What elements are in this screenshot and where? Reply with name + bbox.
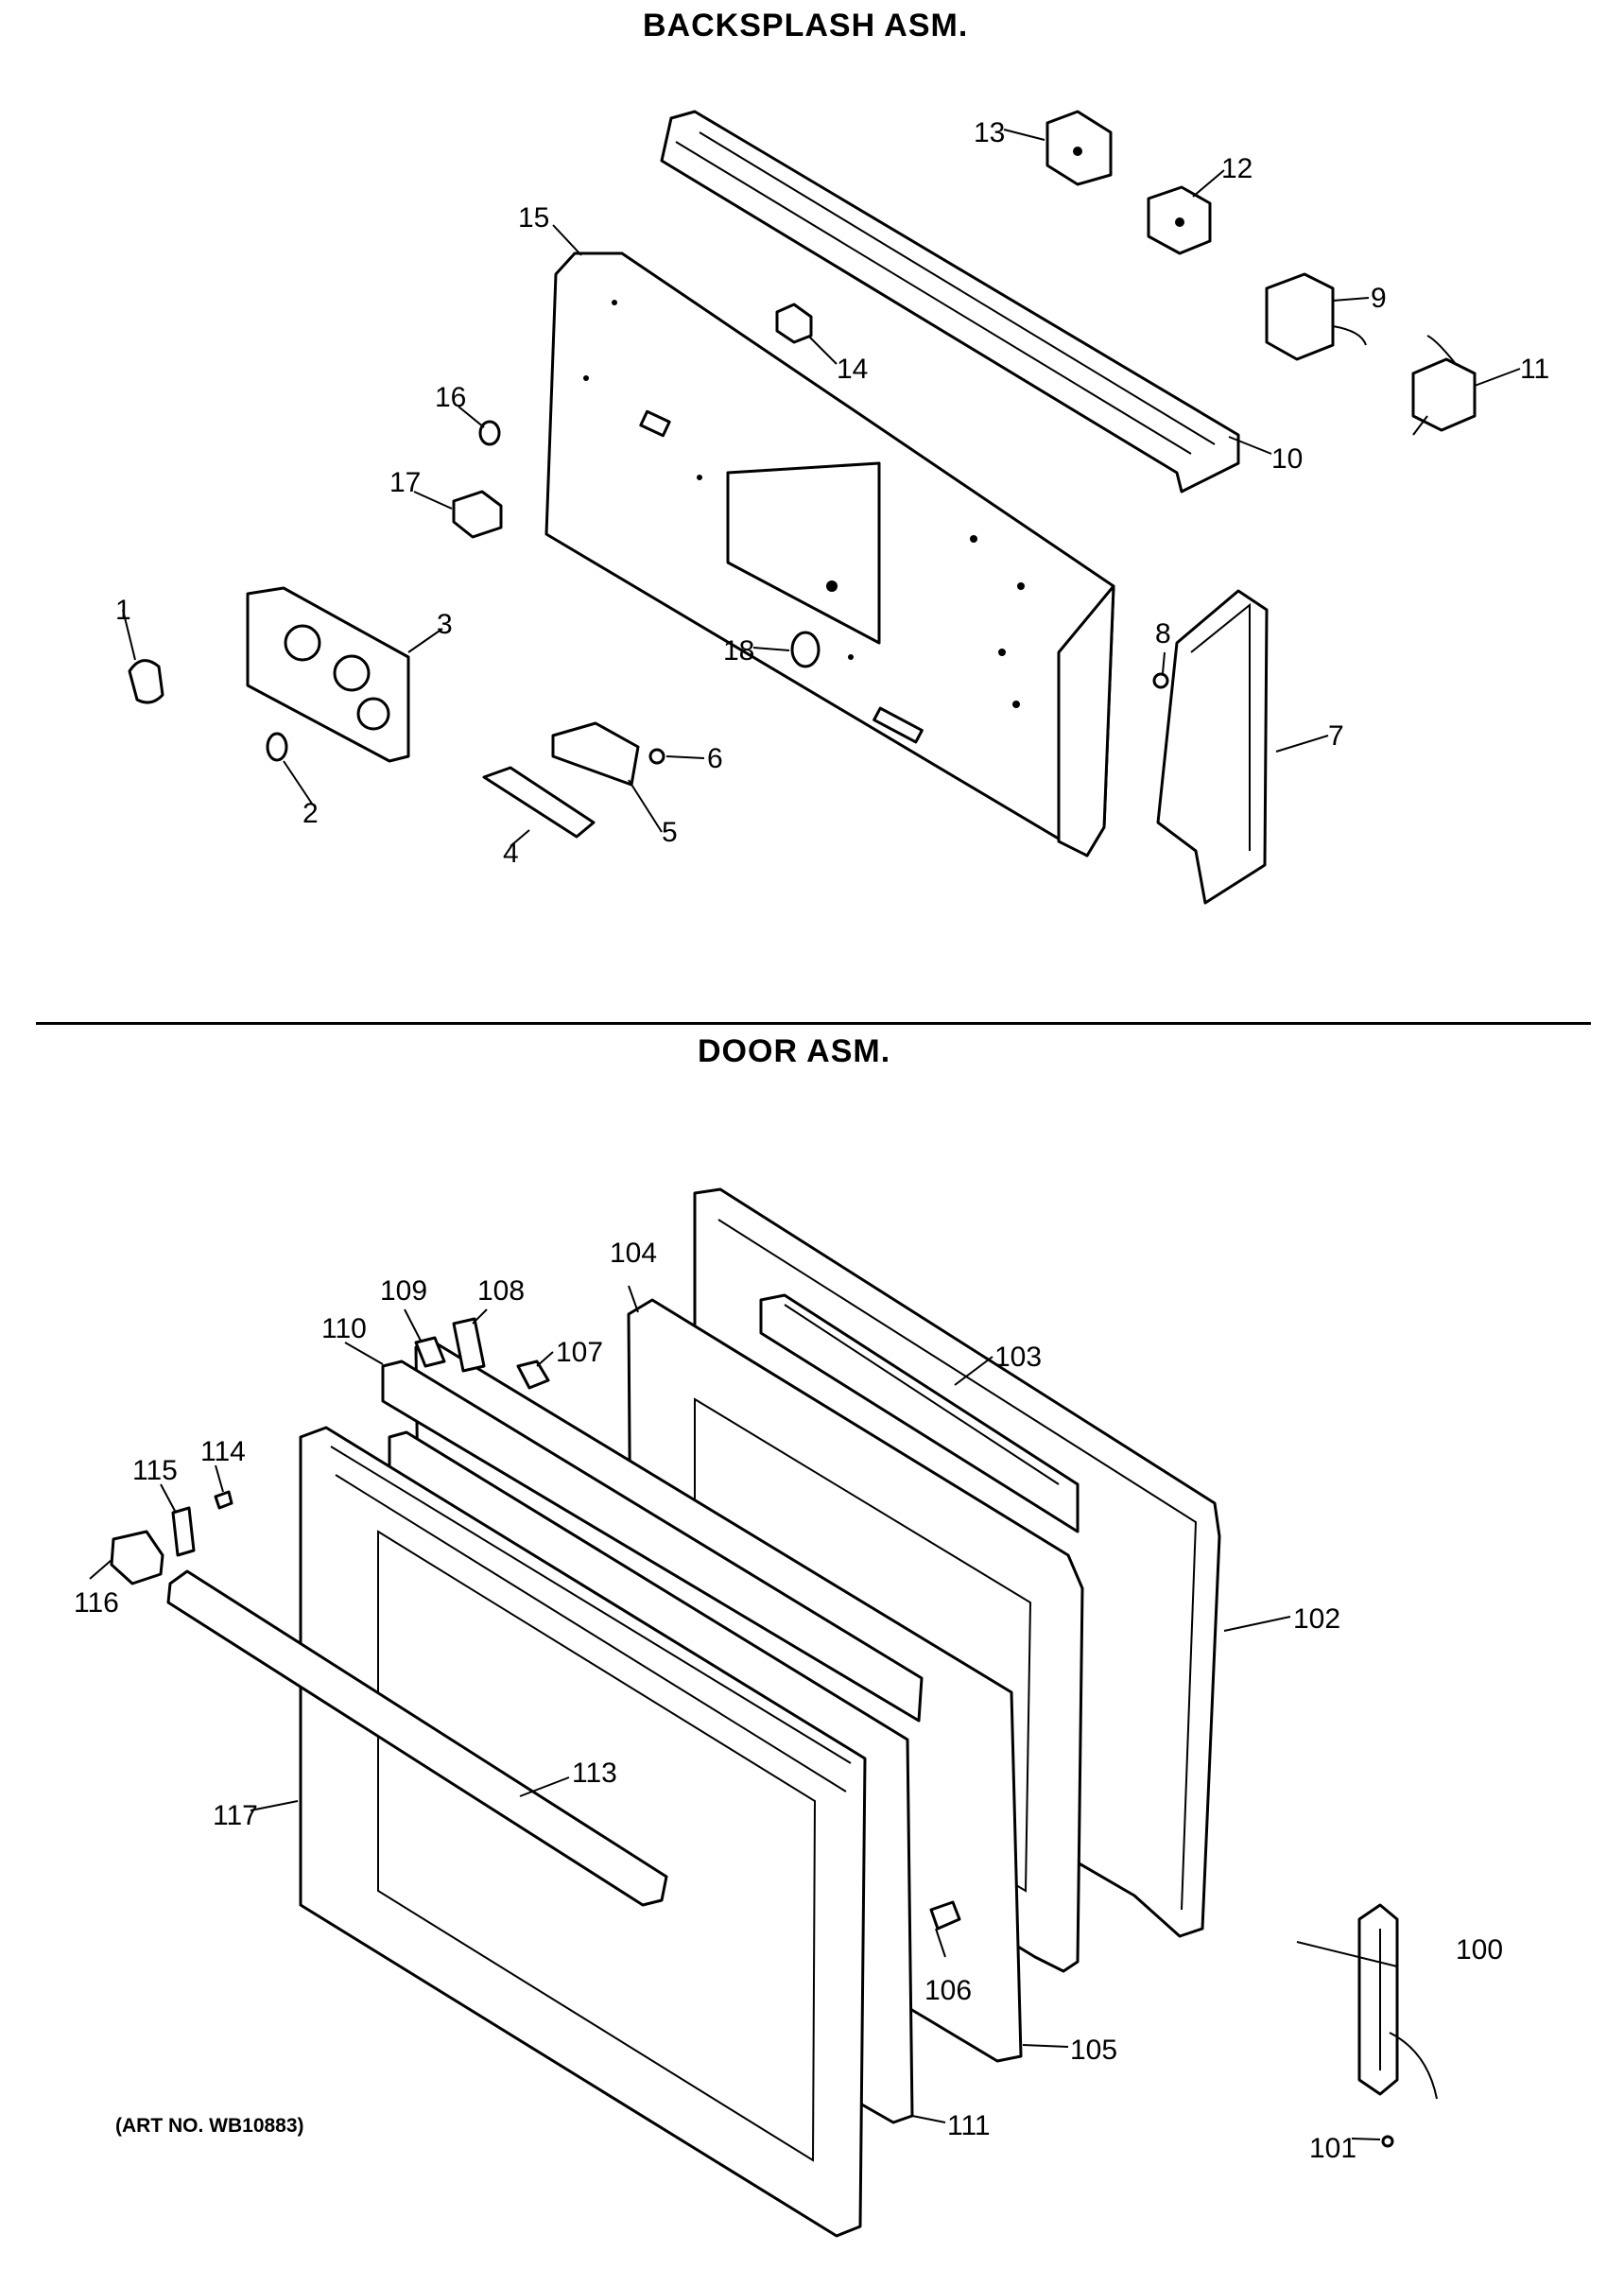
part-12-switch (1147, 185, 1212, 255)
callout-numbers: 13 12 9 11 10 15 14 16 17 1 2 3 4 5 6 7 … (74, 117, 1549, 2164)
callout-113: 113 (572, 1758, 617, 1789)
callout-100: 100 (1456, 1934, 1503, 1966)
callout-105: 105 (1070, 2035, 1117, 2066)
callout-114: 114 (200, 1436, 246, 1467)
part-5-bracket (551, 721, 640, 787)
callout-116: 116 (74, 1587, 119, 1619)
part-106-stop-pin (929, 1900, 961, 1931)
part-115-spacer (171, 1506, 196, 1557)
callout-15: 15 (518, 202, 549, 234)
part-16-lamp (478, 420, 501, 446)
callout-11: 11 (1520, 354, 1549, 385)
part-3-control-housing (246, 586, 410, 763)
callout-7: 7 (1328, 720, 1344, 752)
section-divider (36, 1022, 1591, 1025)
part-17-rocker-switch (452, 490, 503, 539)
art-number: (ART NO. WB10883) (115, 2115, 304, 2137)
callout-6: 6 (707, 743, 723, 774)
part-13-switch (1045, 110, 1113, 186)
callout-109: 109 (380, 1275, 427, 1307)
callout-16: 16 (435, 382, 466, 413)
callout-110: 110 (321, 1313, 367, 1344)
part-109-bracket (414, 1336, 446, 1368)
callout-111: 111 (947, 2110, 991, 2141)
part-14-indicator-light (775, 303, 813, 344)
callout-4: 4 (503, 838, 519, 869)
callout-14: 14 (837, 354, 868, 385)
callout-2: 2 (302, 798, 319, 829)
callout-102: 102 (1293, 1603, 1340, 1635)
callout-18: 18 (723, 635, 754, 667)
part-101-hinge-screw (1381, 2135, 1394, 2148)
part-8-nut (1152, 672, 1169, 689)
part-15-backsplash-panel (544, 251, 1115, 857)
part-18-clock-knob (790, 631, 821, 668)
part-10-trim-cap (660, 110, 1240, 494)
door-assembly-title: DOOR ASM. (698, 1033, 891, 1069)
callout-3: 3 (437, 609, 453, 640)
callout-12: 12 (1221, 153, 1253, 184)
callout-10: 10 (1271, 443, 1303, 475)
part-108-hinge-bracket (452, 1317, 486, 1373)
callout-104: 104 (610, 1238, 657, 1269)
callout-117: 117 (213, 1800, 258, 1831)
leader-lines (89, 129, 1521, 2140)
part-116-handle-mount (110, 1530, 164, 1585)
part-100-door-hinge (1357, 1903, 1438, 2100)
part-103-window-glass (759, 1293, 1080, 1533)
part-107-clip (516, 1360, 550, 1390)
part-2-knob-spring (266, 732, 288, 762)
part-113-door-handle (166, 1569, 668, 1907)
callout-108: 108 (477, 1275, 525, 1307)
part-4-lens (482, 766, 596, 839)
part-11-thermostat (1411, 335, 1477, 436)
part-110-top-rail (381, 1360, 924, 1723)
part-1-knob (128, 659, 164, 704)
callout-103: 103 (994, 1342, 1042, 1373)
callout-107: 107 (556, 1337, 603, 1368)
callout-5: 5 (662, 817, 678, 848)
callout-8: 8 (1155, 618, 1171, 650)
callout-101: 101 (1309, 2133, 1356, 2164)
callout-115: 115 (132, 1455, 178, 1486)
callout-1: 1 (115, 595, 131, 626)
callout-13: 13 (974, 117, 1005, 148)
part-9-clock-motor (1265, 272, 1367, 361)
callout-9: 9 (1371, 283, 1387, 314)
part-6-nut (648, 748, 665, 765)
callout-106: 106 (924, 1975, 972, 2006)
backsplash-assembly-title: BACKSPLASH ASM. (643, 8, 969, 43)
part-114-screw (214, 1490, 233, 1510)
callout-17: 17 (389, 467, 421, 498)
part-7-end-cap (1156, 589, 1269, 905)
